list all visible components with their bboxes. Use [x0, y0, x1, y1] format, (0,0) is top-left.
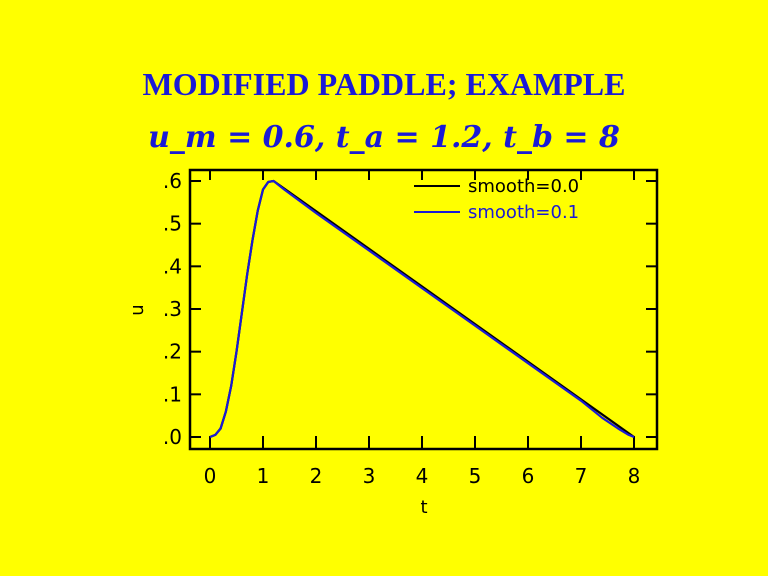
x-tick-label: 8	[628, 464, 641, 488]
x-tick-label: 2	[310, 464, 323, 488]
formula: u_m = 0.6, t_a = 1.2, t_b = 8	[0, 120, 768, 155]
x-axis-label: t	[420, 497, 427, 518]
y-tick-label: .5	[163, 212, 182, 236]
y-tick-label: .6	[163, 169, 182, 193]
legend-entry: smooth=0.1	[468, 202, 579, 223]
y-tick-label: .3	[163, 297, 182, 321]
formula-text: u_m = 0.6, t_a = 1.2, t_b = 8	[148, 120, 620, 155]
x-tick-label: 7	[575, 464, 588, 488]
y-tick-label: .4	[163, 254, 182, 278]
slide-title: MODIFIED PADDLE; EXAMPLE	[142, 66, 626, 102]
y-tick-label: .1	[163, 382, 182, 406]
x-tick-label: 1	[257, 464, 270, 488]
x-tick-label: 3	[363, 464, 376, 488]
legend-entry: smooth=0.0	[468, 176, 579, 197]
y-axis-label: u	[127, 304, 148, 315]
y-tick-label: .2	[163, 340, 182, 364]
series-line-smooth-01	[209, 179, 635, 439]
x-tick-label: 0	[204, 464, 217, 488]
x-tick-label: 6	[522, 464, 535, 488]
x-tick-label: 5	[469, 464, 482, 488]
x-tick-label: 4	[416, 464, 429, 488]
y-tick-label: .0	[163, 425, 182, 449]
